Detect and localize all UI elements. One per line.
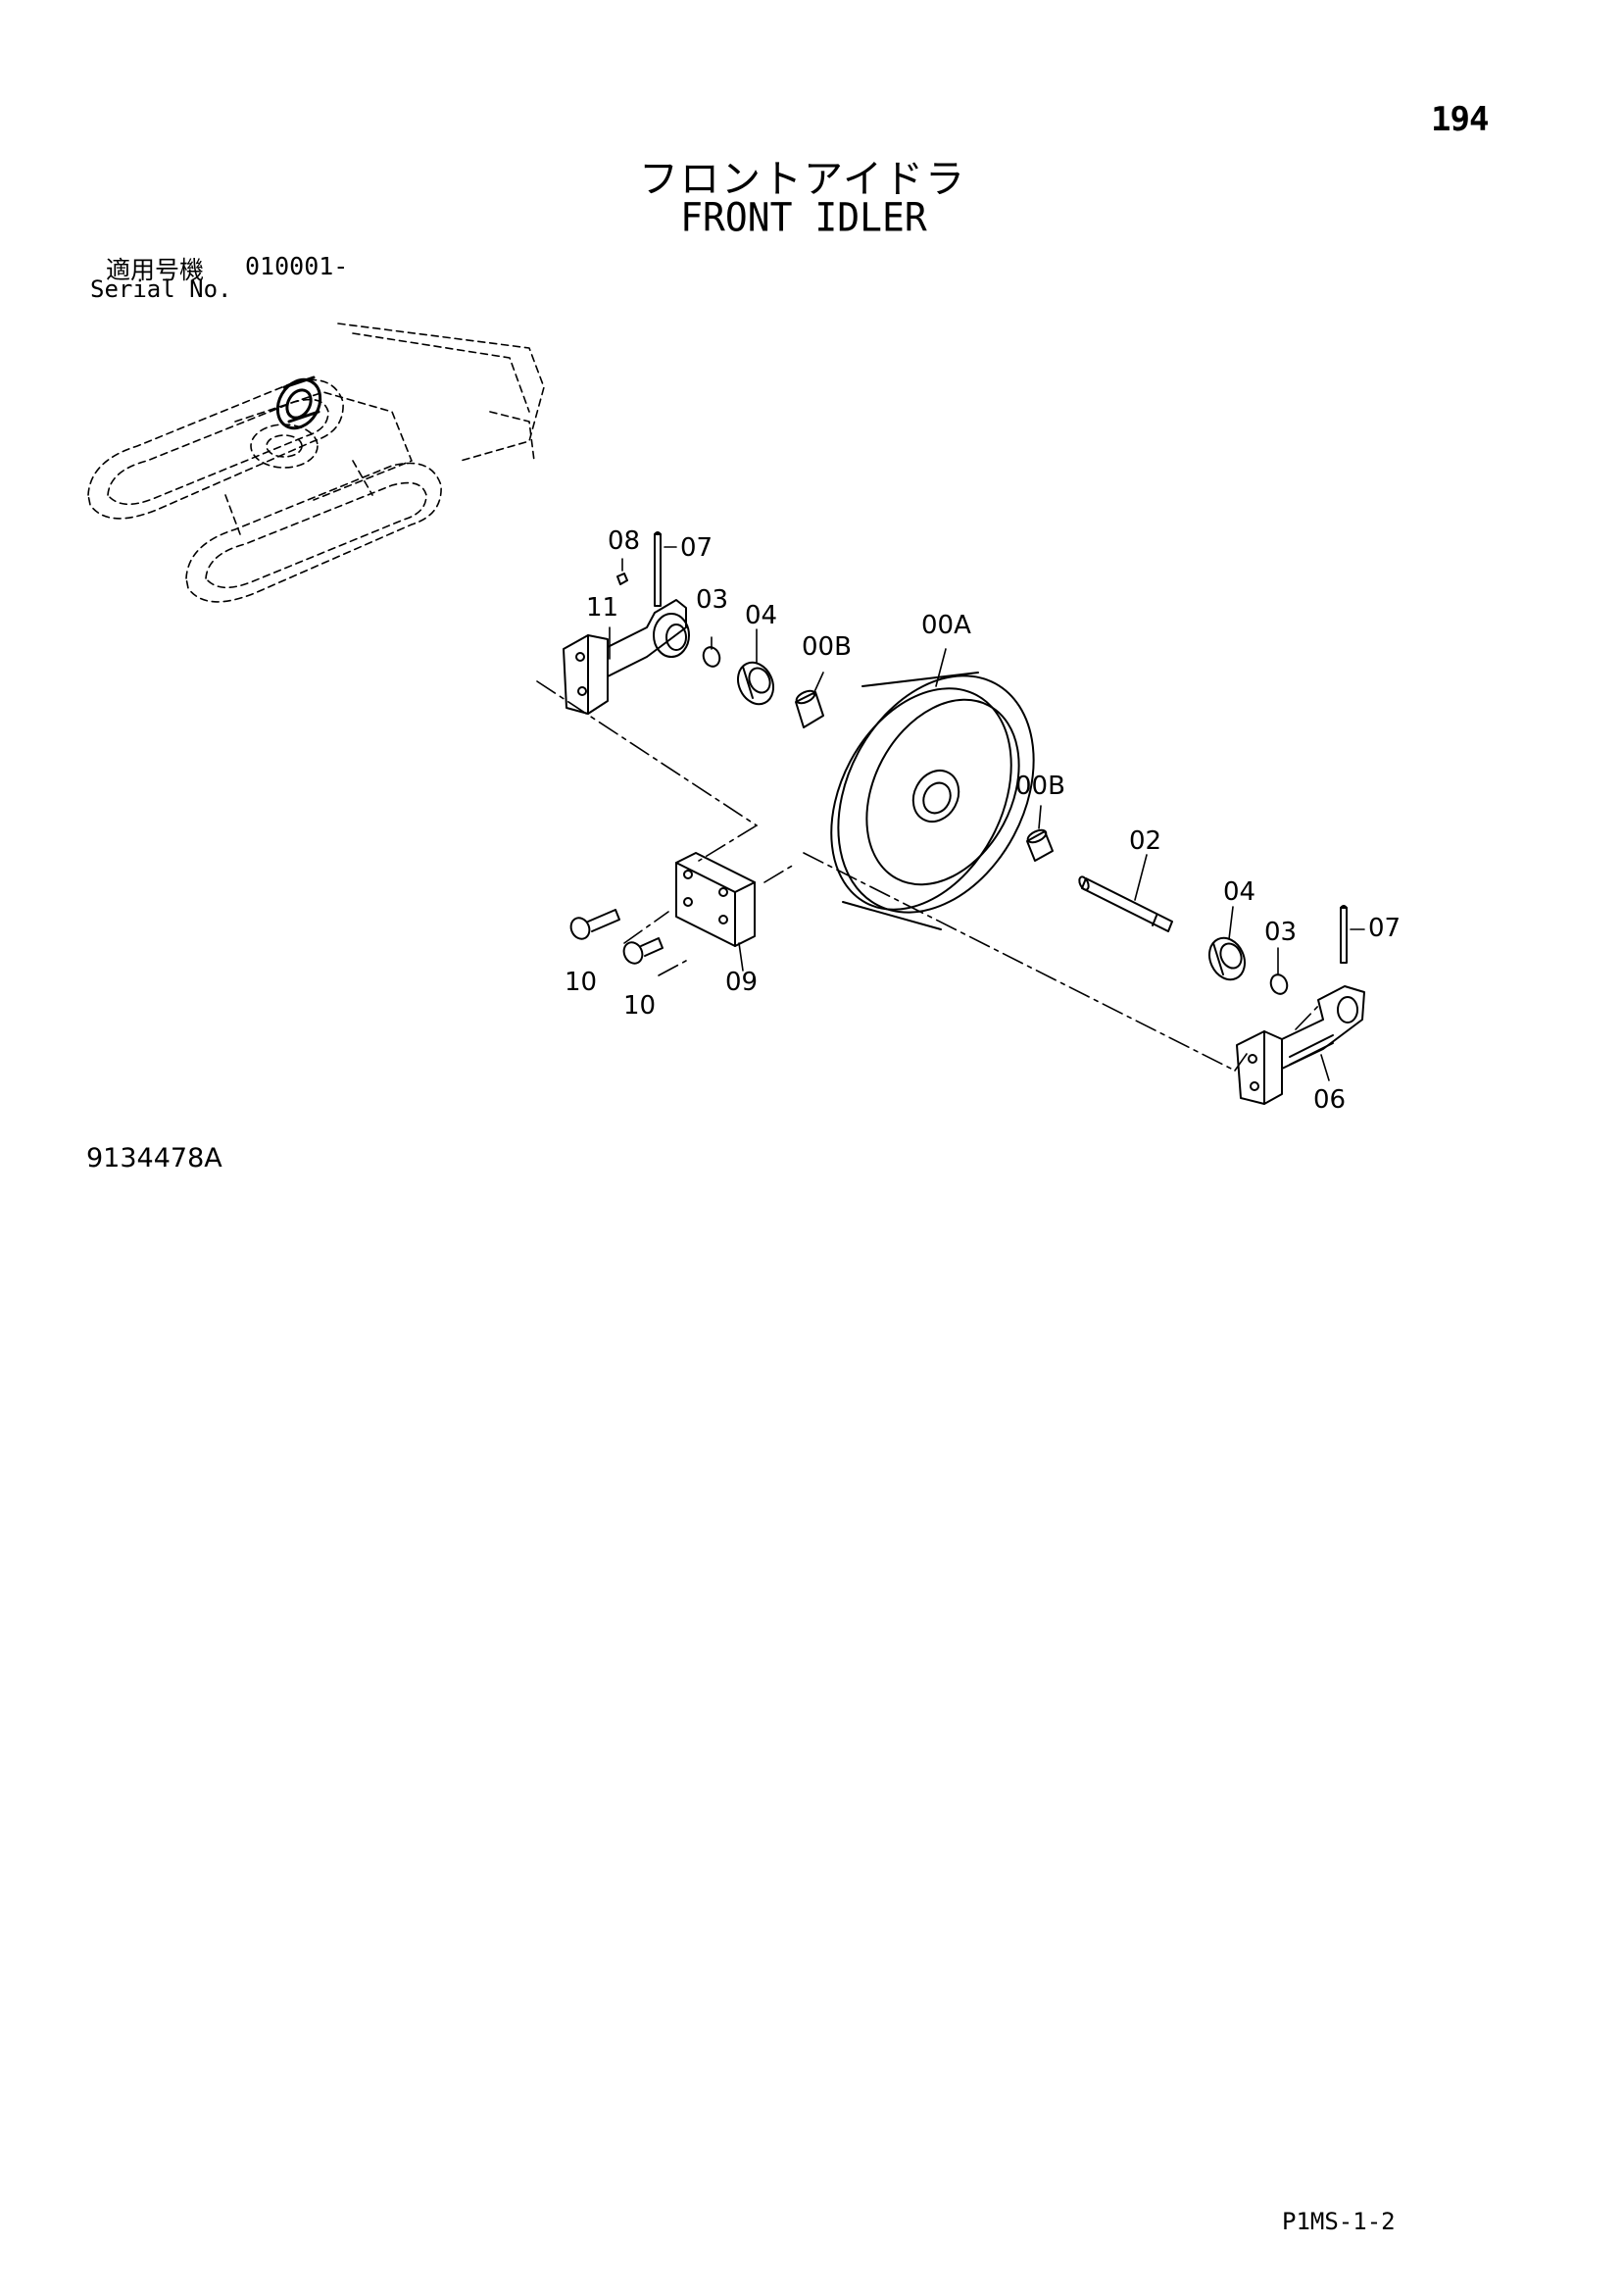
callout-04-lower: 04 [1223,877,1255,907]
callout-08: 08 [608,526,640,556]
page-title-japanese: フロントアイドラ [639,157,966,202]
callout-06: 06 [1313,1085,1346,1115]
callout-00B-upper: 00B [802,632,852,662]
callout-00A: 00A [921,611,971,640]
callout-11: 11 [586,593,618,623]
bushing-part-00B-upper [795,689,824,728]
callout-09: 09 [725,968,758,997]
callout-07-upper: 07 [680,533,713,563]
bushing-part-00B-lower [1026,828,1054,862]
right-idler-bracket-part-06 [1236,985,1365,1105]
idler-wheel-part-00A [830,672,1035,930]
pin-part-07-upper [654,531,662,607]
machine-overview-idler-highlight [275,375,322,430]
serial-label-english: Serial No. [90,275,232,303]
snap-ring-part-03-upper [702,646,721,668]
callout-leader-lines [609,546,1365,1081]
seal-part-04-lower [1208,936,1246,981]
bolt-part-10-b [622,937,664,965]
callout-10-a: 10 [565,968,597,997]
callout-10-b: 10 [623,991,656,1021]
callout-00B-lower: 00B [1015,772,1065,801]
callout-02: 02 [1129,826,1161,856]
callout-04-upper: 04 [745,601,777,630]
plug-part-08 [616,573,628,585]
callout-03-lower: 03 [1264,918,1297,947]
serial-label-japanese: 適用号機 [106,256,205,284]
seal-part-04-upper [737,661,774,706]
callout-03-upper: 03 [696,585,728,615]
plate-part-09 [675,852,756,947]
page-number: 194 [1431,100,1489,139]
pin-part-07-lower [1340,905,1348,964]
assembly-guide-lines [536,680,1322,1072]
machine-overview-thumbnail [87,323,545,603]
serial-code: 010001- [245,252,349,280]
bolt-part-10-a [569,909,620,940]
left-idler-bracket-part-11 [563,599,690,715]
page-code: P1MS-1-2 [1282,2208,1396,2235]
shaft-part-02 [1078,875,1173,932]
snap-ring-part-03-lower [1269,973,1289,995]
page-title-english: FRONT IDLER [680,194,927,241]
drawing-number: 9134478A [86,1143,222,1173]
callout-07-lower: 07 [1368,914,1401,943]
